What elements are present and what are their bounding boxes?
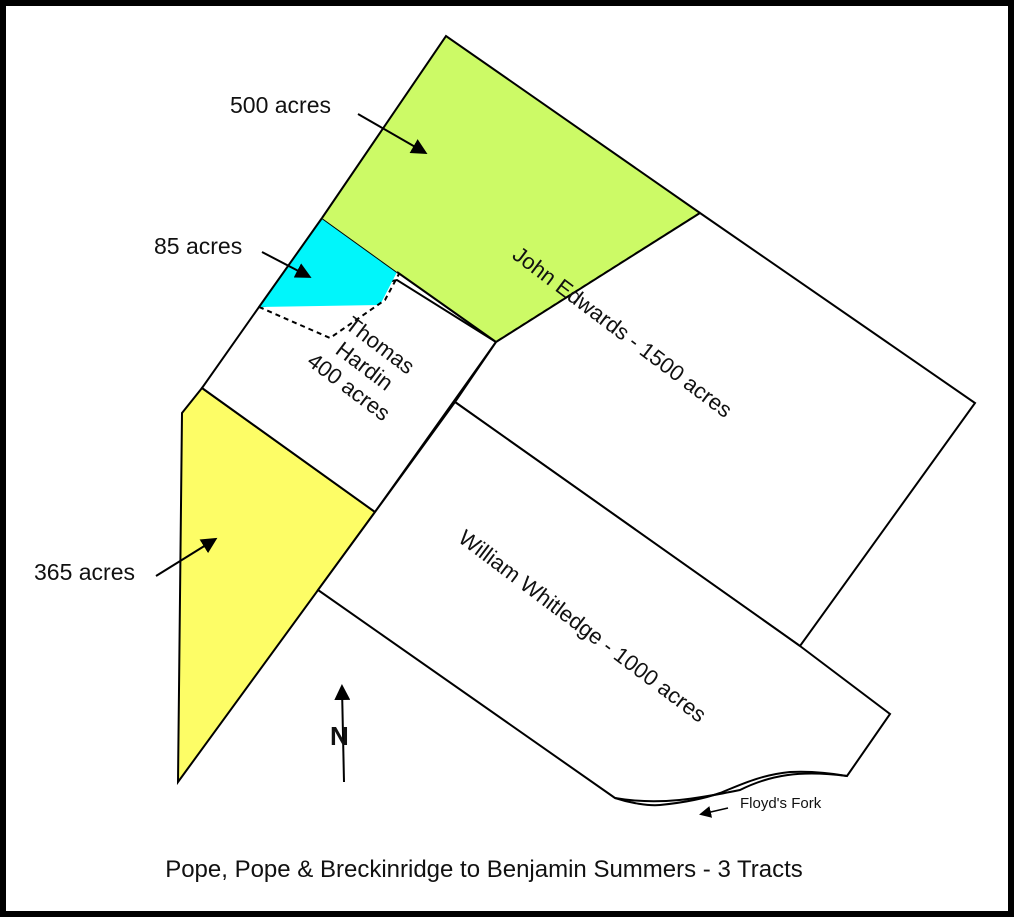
arrow-365 (155, 537, 218, 577)
north-arrow (334, 684, 351, 783)
arrow-500 (357, 113, 428, 154)
floyds-fork-creek-line (614, 770, 848, 807)
thomas-hardin-tract-shape (200, 278, 498, 514)
tract-85-label: 85 acres (154, 233, 242, 259)
tract-500-shape (322, 36, 700, 342)
arrow-85 (261, 251, 312, 278)
tract-85-shape (259, 218, 397, 307)
north-arrow-label: N (330, 721, 349, 751)
tract-365-label: 365 acres (34, 559, 135, 585)
john-edwards-tract-shape (453, 211, 977, 648)
tract-500-label: 500 acres (230, 92, 331, 118)
arrow-floyds-fork (699, 806, 729, 818)
map-caption: Pope, Pope & Breckinridge to Benjamin Su… (165, 856, 803, 883)
floyds-fork-label: Floyd's Fork (740, 795, 822, 812)
